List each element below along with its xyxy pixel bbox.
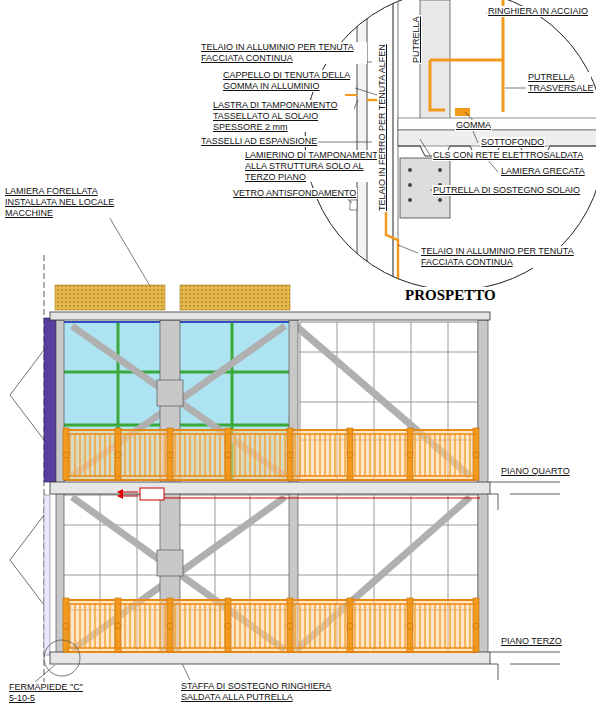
perforated-sheet xyxy=(180,285,290,310)
callout-label: TELAIO IN ALLUMINIO PER TENUTA FACCIATA … xyxy=(200,42,367,64)
callout-label: STAFFA DI SOSTEGNO RINGHIERA SALDATA ALL… xyxy=(180,681,357,703)
callout-label: LASTRA DI TAMPONAMENTO TASSELLATO AL SOL… xyxy=(212,100,354,132)
callout-label: PUTRELLA xyxy=(411,15,422,64)
callout-label: VETRO ANTISFONDAMENTO xyxy=(232,188,357,199)
view-title: PROSPETTO xyxy=(405,287,496,304)
floor-beam xyxy=(50,482,490,494)
callout-label: PUTRELLA TRASVERSALE xyxy=(527,72,591,94)
callout-label: LAMIERA GRECATA xyxy=(500,166,586,177)
floor-beam xyxy=(50,652,490,664)
callout-label: RINGHIERA IN ACCIAIO xyxy=(487,6,589,17)
callout-label: TELAIO IN FERRO PER TENUTA ALFEN xyxy=(377,43,388,212)
callout-label: TELAIO IN ALLUMINIO PER TENUTA FACCIATA … xyxy=(420,246,592,268)
callout-label: SOTTOFONDO xyxy=(480,137,545,148)
leader-lines xyxy=(35,13,526,682)
callout-label: PUTRELLA DI SOSTEGNO SOLAIO xyxy=(432,185,581,196)
perforated-sheet xyxy=(55,285,165,310)
callout-label: CLS CON RETE ELETTROSALDATA xyxy=(432,150,584,161)
callout-label: LAMIERINO DI TAMPONAMENTO ALLA STRUTTURA… xyxy=(244,150,388,182)
callout-label: TASSELLI AD ESPANSIONE xyxy=(200,136,318,147)
callout-label: GOMMA xyxy=(455,120,492,131)
callout-label: LAMIERA FORELLATA INSTALLATA NEL LOCALE … xyxy=(4,186,146,218)
callout-label: PIANO QUARTO xyxy=(500,466,571,477)
callout-label: FERMAPIEDE "C" 5-10-5 xyxy=(8,682,90,704)
callout-label: PIANO TERZO xyxy=(500,636,563,647)
callout-label: CAPPELLO DI TENUTA DELLA GOMMA IN ALLUMI… xyxy=(222,70,354,92)
